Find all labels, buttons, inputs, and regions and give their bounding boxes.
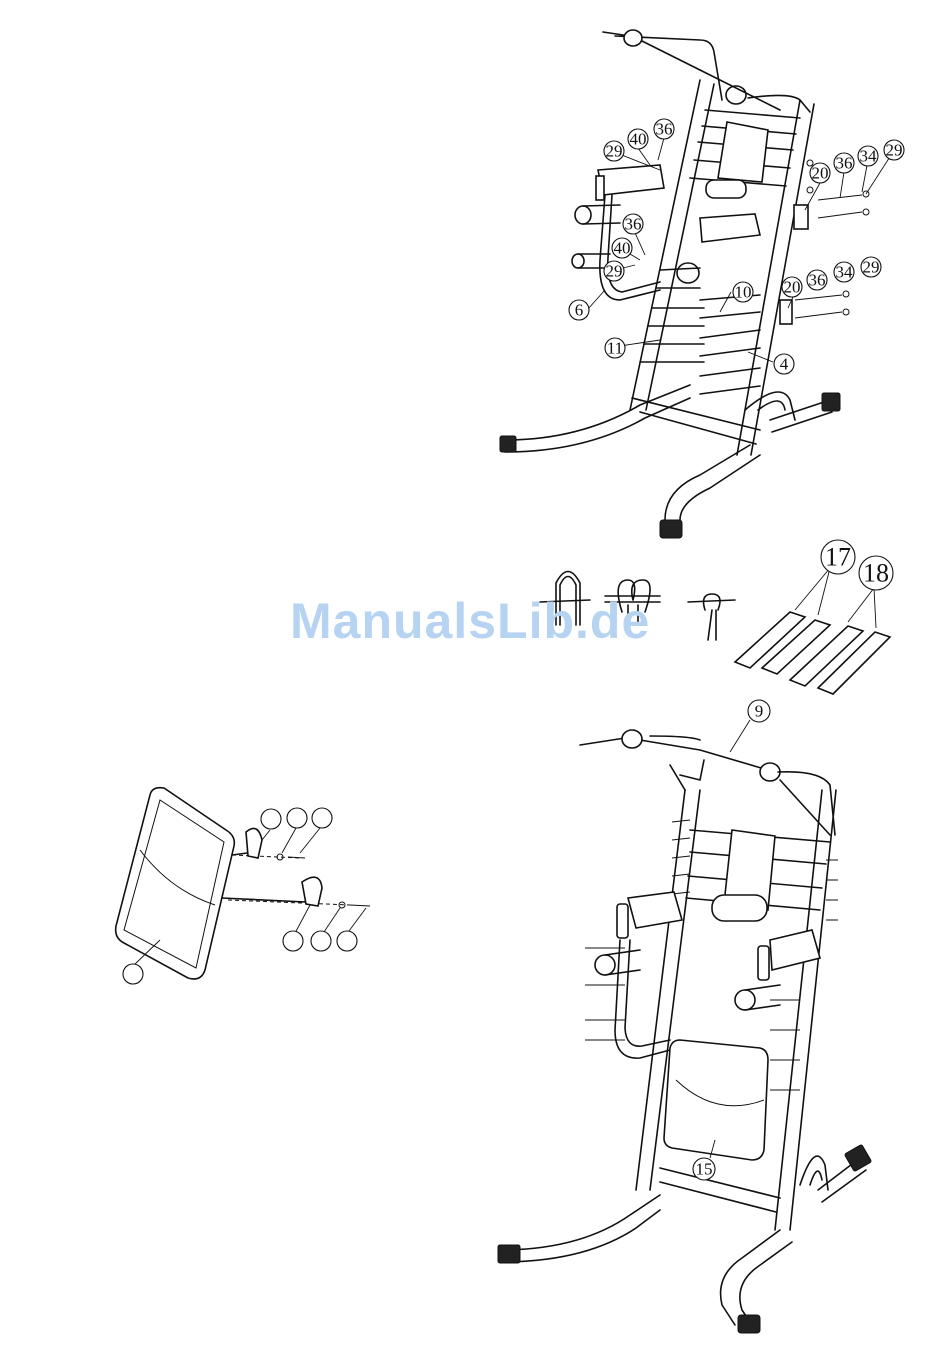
callout: 10 (733, 282, 753, 302)
callout: 29 (884, 140, 904, 160)
svg-text:6: 6 (575, 301, 584, 320)
callout: 18 (859, 556, 893, 590)
watermark: ManualsLib.de (290, 592, 650, 650)
callout (123, 964, 143, 984)
callout (261, 809, 281, 829)
strap-boards: 17 18 (735, 540, 893, 694)
svg-text:40: 40 (630, 130, 647, 149)
svg-text:29: 29 (863, 258, 880, 277)
svg-text:4: 4 (780, 355, 789, 374)
backrest-exploded-drawing (116, 788, 370, 984)
callout: 40 (612, 238, 632, 258)
callout: 9 (748, 700, 770, 722)
svg-text:20: 20 (784, 278, 801, 297)
svg-text:29: 29 (606, 262, 623, 281)
svg-text:29: 29 (886, 141, 903, 160)
svg-text:36: 36 (625, 215, 642, 234)
callout (311, 931, 331, 951)
svg-text:36: 36 (836, 154, 853, 173)
svg-text:40: 40 (614, 239, 631, 258)
callout (312, 808, 332, 828)
callout (337, 931, 357, 951)
svg-text:9: 9 (755, 702, 764, 721)
callout: 29 (604, 141, 624, 161)
svg-text:17: 17 (825, 543, 851, 572)
svg-text:36: 36 (656, 120, 673, 139)
callout (283, 931, 303, 951)
svg-text:34: 34 (860, 147, 878, 166)
svg-text:36: 36 (809, 271, 826, 290)
svg-text:20: 20 (812, 164, 829, 183)
callout (287, 808, 307, 828)
callout: 11 (605, 338, 625, 358)
callout: 15 (693, 1158, 715, 1180)
callout: 36 (834, 153, 854, 173)
callout: 20 (810, 163, 830, 183)
callout: 4 (774, 354, 794, 374)
callout: 40 (628, 129, 648, 149)
callout: 29 (604, 261, 624, 281)
callout: 29 (861, 257, 881, 277)
callout: 20 (782, 277, 802, 297)
callout: 34 (834, 262, 854, 282)
svg-text:11: 11 (607, 339, 623, 358)
svg-text:34: 34 (836, 263, 854, 282)
callout: 36 (654, 119, 674, 139)
callout: 17 (821, 540, 855, 574)
callout: 6 (569, 300, 589, 320)
callout: 36 (623, 214, 643, 234)
callout: 34 (858, 146, 878, 166)
callout: 36 (807, 270, 827, 290)
svg-text:15: 15 (696, 1160, 713, 1179)
svg-text:10: 10 (735, 283, 752, 302)
svg-text:18: 18 (863, 559, 889, 588)
assembled-frame-drawing: 9 15 (498, 700, 872, 1333)
svg-text:29: 29 (606, 142, 623, 161)
